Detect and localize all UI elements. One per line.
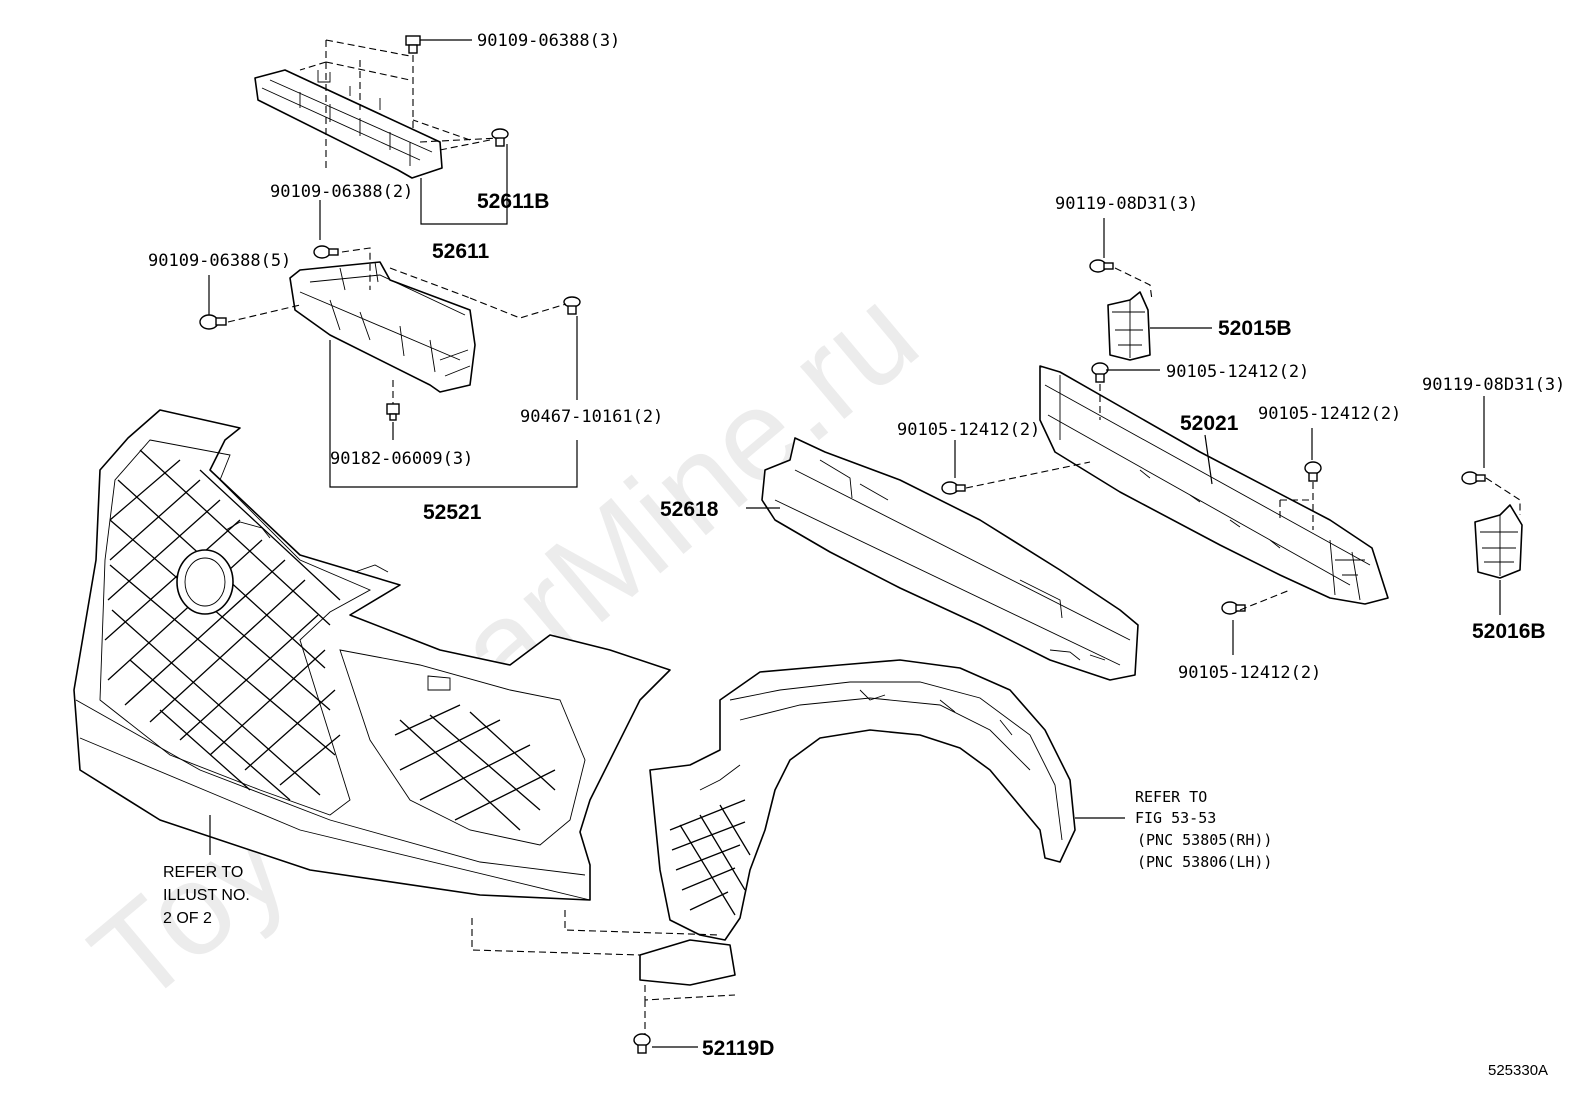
refer-fig-line1: REFER TO <box>1135 788 1207 806</box>
bracket-52015b <box>1107 291 1151 361</box>
clip-90467-10161 <box>563 296 581 315</box>
bolt-90119-08d31-left <box>1089 259 1114 273</box>
label-90105-12412-2-b: 90105-12412(2) <box>1258 404 1401 424</box>
bracket-52521 <box>289 261 476 393</box>
bracket-52016b <box>1474 504 1523 579</box>
refer-illust-line2: ILLUST NO. <box>163 887 250 904</box>
label-90119-08d31-3-right: 90119-08D31(3) <box>1422 375 1565 395</box>
clip-52611b <box>491 128 509 147</box>
label-52015b: 52015B <box>1218 317 1292 340</box>
label-90109-06388-5: 90109-06388(5) <box>148 251 291 271</box>
bolt-90119-08d31-right <box>1461 471 1486 485</box>
label-90105-12412-2-d: 90105-12412(2) <box>1178 663 1321 683</box>
refer-fig-line3: (PNC 53805(RH)) <box>1137 831 1272 849</box>
label-90467-10161-2: 90467-10161(2) <box>520 407 663 427</box>
bolt-90109-06388-3 <box>405 35 421 54</box>
label-52618: 52618 <box>660 498 719 521</box>
nut-90182-06009 <box>386 403 400 421</box>
leader-lines <box>208 39 1501 1048</box>
bolt-90105-12412-c <box>1304 461 1322 482</box>
label-52016b: 52016B <box>1472 620 1546 643</box>
refer-illust-line3: 2 OF 2 <box>163 910 212 927</box>
label-52611: 52611 <box>432 240 490 263</box>
label-52119d: 52119D <box>702 1037 774 1060</box>
label-90105-12412-2-a: 90105-12412(2) <box>1166 362 1309 382</box>
illustration-id: 525330A <box>1488 1062 1548 1079</box>
bolt-90109-06388-2 <box>313 245 339 259</box>
label-90119-08d31-3-left: 90119-08D31(3) <box>1055 194 1198 214</box>
label-90182-06009-3: 90182-06009(3) <box>330 449 473 469</box>
retainer-bracket <box>639 939 736 986</box>
bolt-90109-06388-5 <box>199 314 227 330</box>
label-52611b: 52611B <box>477 190 549 213</box>
front-bumper-cover <box>73 409 671 901</box>
bolt-90105-12412-d <box>1221 601 1246 615</box>
refer-illust-line1: REFER TO <box>163 864 243 881</box>
reinforcement-52021 <box>1039 365 1389 605</box>
fender-liner <box>649 659 1076 941</box>
bolt-52119d <box>633 1033 651 1054</box>
upper-bracket-52611 <box>254 69 443 179</box>
bolt-90105-12412-a <box>1091 362 1109 383</box>
label-90105-12412-2-c: 90105-12412(2) <box>897 420 1040 440</box>
label-90109-06388-2: 90109-06388(2) <box>270 182 413 202</box>
bolt-90105-12412-b <box>941 481 966 495</box>
label-52021: 52021 <box>1180 412 1239 435</box>
label-52521: 52521 <box>423 501 482 524</box>
refer-fig-line4: (PNC 53806(LH)) <box>1137 853 1272 871</box>
label-90109-06388-3: 90109-06388(3) <box>477 31 620 51</box>
absorber-52618 <box>761 437 1139 681</box>
refer-fig-line2: FIG 53-53 <box>1135 809 1216 827</box>
